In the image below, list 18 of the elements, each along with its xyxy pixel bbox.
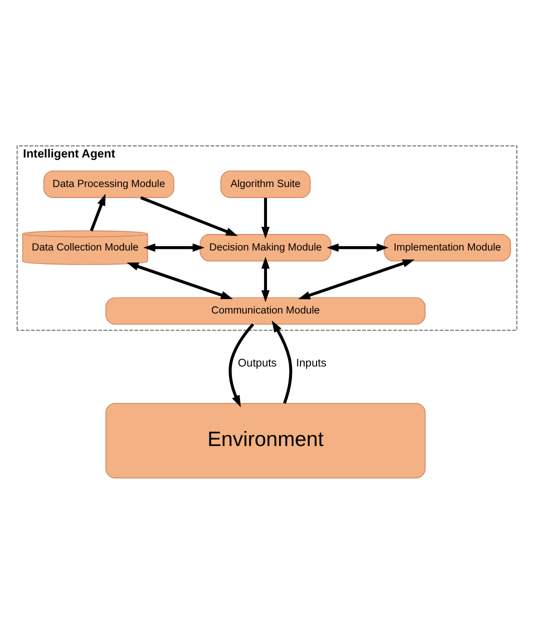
arrow bbox=[143, 243, 204, 252]
arrow bbox=[261, 256, 270, 302]
arrow bbox=[272, 320, 292, 404]
node-box: Data Processing Module bbox=[43, 170, 174, 198]
arrow bbox=[140, 196, 238, 236]
node-box: Algorithm Suite bbox=[220, 170, 311, 198]
arrow bbox=[326, 243, 389, 252]
node-box: Environment bbox=[106, 402, 426, 478]
arrow bbox=[126, 262, 233, 299]
node-box: Implementation Module bbox=[384, 233, 511, 261]
node-box: Decision Making Module bbox=[200, 233, 332, 261]
arrow bbox=[228, 322, 254, 407]
edge-label: Inputs bbox=[296, 356, 326, 369]
arrow bbox=[261, 197, 270, 238]
node-box: Communication Module bbox=[106, 296, 426, 324]
arrow bbox=[90, 193, 106, 231]
edge-label: Outputs bbox=[238, 356, 277, 369]
arrow bbox=[298, 258, 415, 299]
